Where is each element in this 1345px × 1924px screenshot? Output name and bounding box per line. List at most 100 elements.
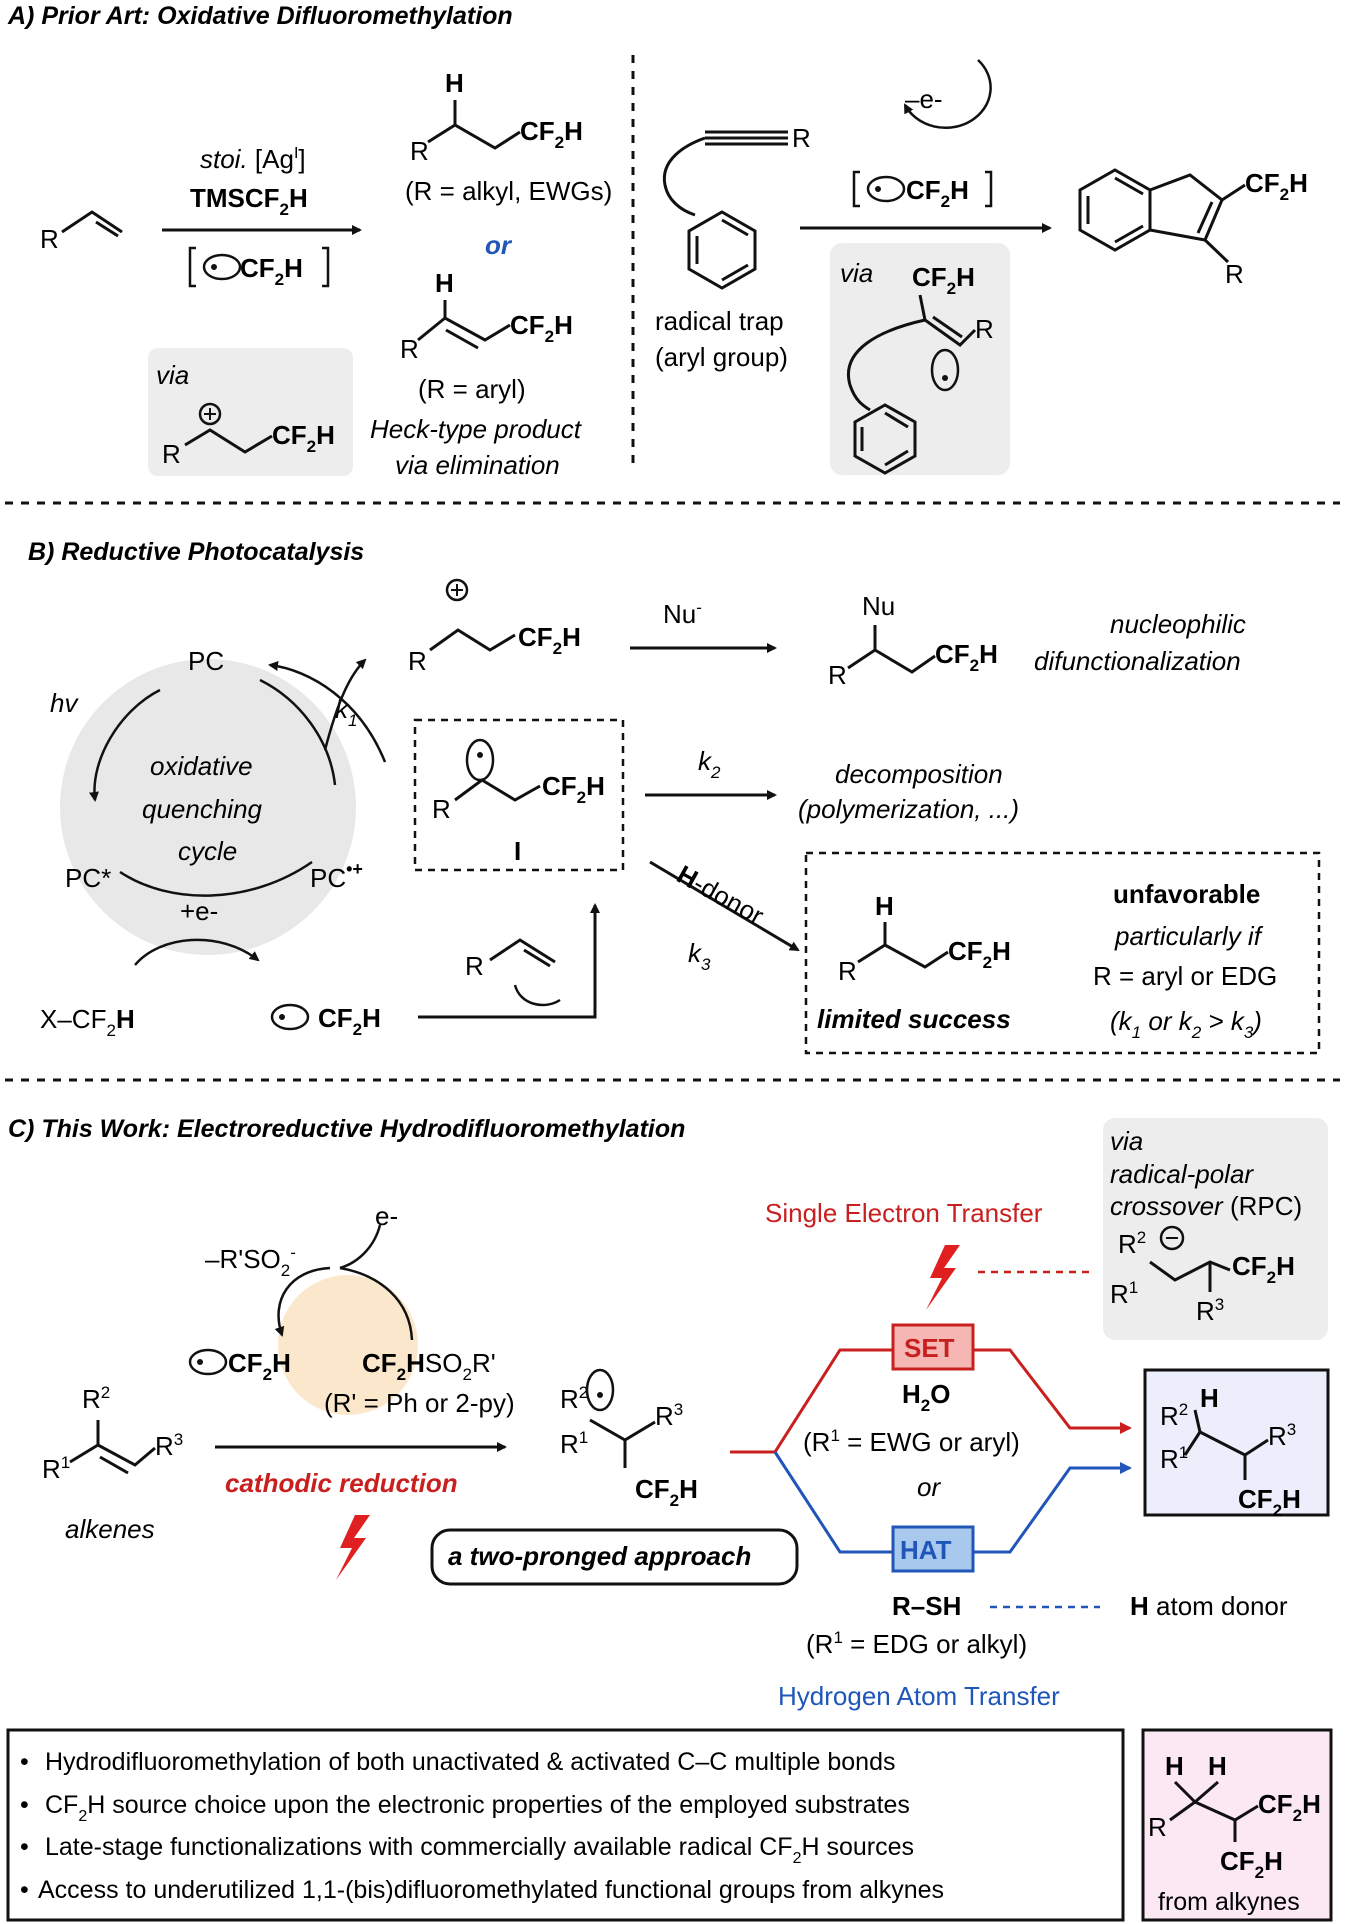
svg-text:PC•+: PC•+: [310, 859, 363, 893]
heck-line-1: Heck-type product: [370, 414, 583, 444]
svg-text:R: R: [1225, 259, 1244, 289]
svg-text:e-: e-: [375, 1201, 398, 1231]
svg-text:CF2H: CF2H: [906, 175, 969, 211]
r1-ewg-condition: (R1 = EWG or aryl): [803, 1426, 1020, 1457]
svg-text:R: R: [40, 224, 59, 254]
svg-text:R: R: [410, 136, 429, 166]
product-2-structure: H R CF2H (R = aryl) Heck-type product vi…: [370, 268, 583, 480]
svg-text:CF2H: CF2H: [542, 771, 605, 807]
svg-text:H: H: [1165, 1751, 1184, 1781]
hydro-product-b: H R CF2H: [838, 891, 1011, 986]
via-cation-box: [148, 348, 353, 476]
k-condition: (k1 or k2 > k3): [1110, 1006, 1262, 1042]
oxidation-cycle-arrow: –e-: [903, 59, 992, 130]
svg-text:R3: R3: [655, 1400, 683, 1431]
bullet-1: Hydrodifluoromethylation of both unactiv…: [45, 1748, 895, 1776]
lightning-icon-set: [926, 1245, 960, 1310]
svg-text:(aryl group): (aryl group): [655, 342, 788, 372]
svg-text:CF2H: CF2H: [228, 1348, 291, 1384]
svg-text:R3: R3: [155, 1430, 183, 1461]
set-box: [891, 1323, 975, 1371]
svg-text:CF2H: CF2H: [948, 936, 1011, 972]
alkyne-product-box: [1141, 1728, 1333, 1922]
svg-text:•Late-stage functionalizations: •Late-stage functionalizations with comm…: [20, 1833, 914, 1867]
svg-text:R: R: [400, 334, 419, 364]
product-1-note: (R = alkyl, EWGs): [405, 176, 612, 206]
svg-text:–R'SO2-: –R'SO2-: [205, 1243, 296, 1280]
bullet-2: source choice upon the electronic proper…: [112, 1791, 910, 1819]
h-donor-outcome-box: [804, 851, 1321, 1055]
svg-text:•CF2H source choice upon the e: •CF2H source choice upon the electronic …: [20, 1791, 910, 1825]
decomposition-line-2: (polymerization, ...): [798, 794, 1019, 824]
alkene-substrate-c: R2 R1 R3 alkenes: [42, 1383, 183, 1544]
cathodic-reduction: cathodic reduction: [225, 1468, 458, 1498]
svg-text:radical trap: radical trap: [655, 306, 784, 336]
svg-text:H: H: [435, 268, 454, 298]
radical-addition-path: [418, 903, 600, 1019]
h-atom-donor: H atom donor: [1130, 1591, 1288, 1621]
alkyne-substrate: R radical trap (aryl group): [655, 123, 811, 372]
radical-intermediate-i: R CF2H I: [432, 738, 605, 866]
final-product-box: [1143, 1368, 1330, 1517]
h2o-label: H2O: [902, 1379, 950, 1415]
section-a-title: A) Prior Art: Oxidative Difluoromethylat…: [7, 2, 513, 30]
via-vinyl-box: [830, 243, 1010, 475]
cf2h-radical-bracket-a1: CF2H: [188, 246, 330, 289]
svg-text:R: R: [828, 660, 847, 690]
k3-arrow: [649, 860, 800, 952]
svg-text:R: R: [432, 794, 451, 824]
hat-branch: [773, 1451, 1132, 1554]
svg-text:PC: PC: [188, 646, 224, 676]
svg-text:R: R: [1148, 1812, 1167, 1842]
photocatalysis-cycle: PC hv oxidative quenching cycle PC* PC•+…: [50, 646, 387, 966]
or-label-a: or: [485, 230, 513, 260]
section-c-title: C) This Work: Electroreductive Hydrodifl…: [8, 1115, 685, 1143]
svg-text:CF2H: CF2H: [510, 310, 573, 346]
alkene-structure-a: R: [40, 210, 123, 254]
or-label-c: or: [917, 1472, 941, 1502]
lightning-icon-cathode: [336, 1515, 370, 1580]
svg-text:R: R: [465, 951, 484, 981]
cf2h-radical-bracket-a2: CF2H: [852, 170, 993, 211]
svg-text:CF2H: CF2H: [1245, 168, 1308, 204]
limited-success: limited success: [817, 1004, 1011, 1034]
cf2h-radical-c: CF2H: [188, 1348, 291, 1384]
nucleophilic-line-2: difunctionalization: [1034, 646, 1241, 676]
x-cf2h-reagent: X–CF2H: [40, 1004, 135, 1040]
two-pronged-pill: [430, 1528, 799, 1586]
summary-bullets: •Hydrodifluoromethylation of both unacti…: [20, 1748, 944, 1904]
svg-text:stoi. [AgI]: stoi. [AgI]: [200, 144, 306, 174]
svg-text:•Hydrodifluoromethylation of b: •Hydrodifluoromethylation of both unacti…: [20, 1748, 895, 1776]
via-rpc-box: [1103, 1118, 1328, 1340]
svg-text:alkenes: alkenes: [65, 1514, 155, 1544]
nu-label: Nu-: [663, 598, 702, 629]
svg-text:H: H: [875, 891, 894, 921]
svg-text:CF2H: CF2H: [318, 1003, 381, 1039]
electro-cycle-bg: [278, 1275, 418, 1415]
bullet-4: Access to underutilized 1,1-(bis)difluor…: [38, 1876, 944, 1904]
svg-text:+e-: +e-: [180, 896, 218, 926]
particularly-if: particularly if: [1114, 921, 1264, 951]
svg-text:R: R: [162, 439, 181, 469]
svg-text:–e-: –e-: [905, 84, 943, 114]
radical-adduct-c: R2 R1 R3 CF2H: [560, 1368, 698, 1510]
svg-text:PC*: PC*: [65, 863, 111, 893]
set-label: SET: [904, 1333, 955, 1363]
svg-text:R2: R2: [82, 1383, 110, 1414]
two-pronged-label: a two-pronged approach: [448, 1541, 751, 1571]
svg-text:R: R: [975, 314, 994, 344]
hat-label: HAT: [900, 1535, 952, 1565]
svg-text:Nu: Nu: [862, 591, 895, 621]
cation-intermediate-b: R CF2H: [408, 578, 581, 676]
via-line-3: crossover (RPC): [1110, 1191, 1302, 1221]
svg-text:R1: R1: [560, 1428, 588, 1459]
h-donor-label: H-donor: [672, 859, 769, 931]
hat-title: Hydrogen Atom Transfer: [778, 1681, 1060, 1711]
svg-text:via: via: [840, 258, 873, 288]
svg-text:H: H: [445, 68, 464, 98]
svg-text:TMSCF2H: TMSCF2H: [190, 183, 308, 219]
svg-text:R2: R2: [560, 1383, 588, 1414]
k2-label: k2: [698, 746, 721, 782]
bullet-3: Late-stage functionalizations with comme…: [45, 1833, 793, 1861]
